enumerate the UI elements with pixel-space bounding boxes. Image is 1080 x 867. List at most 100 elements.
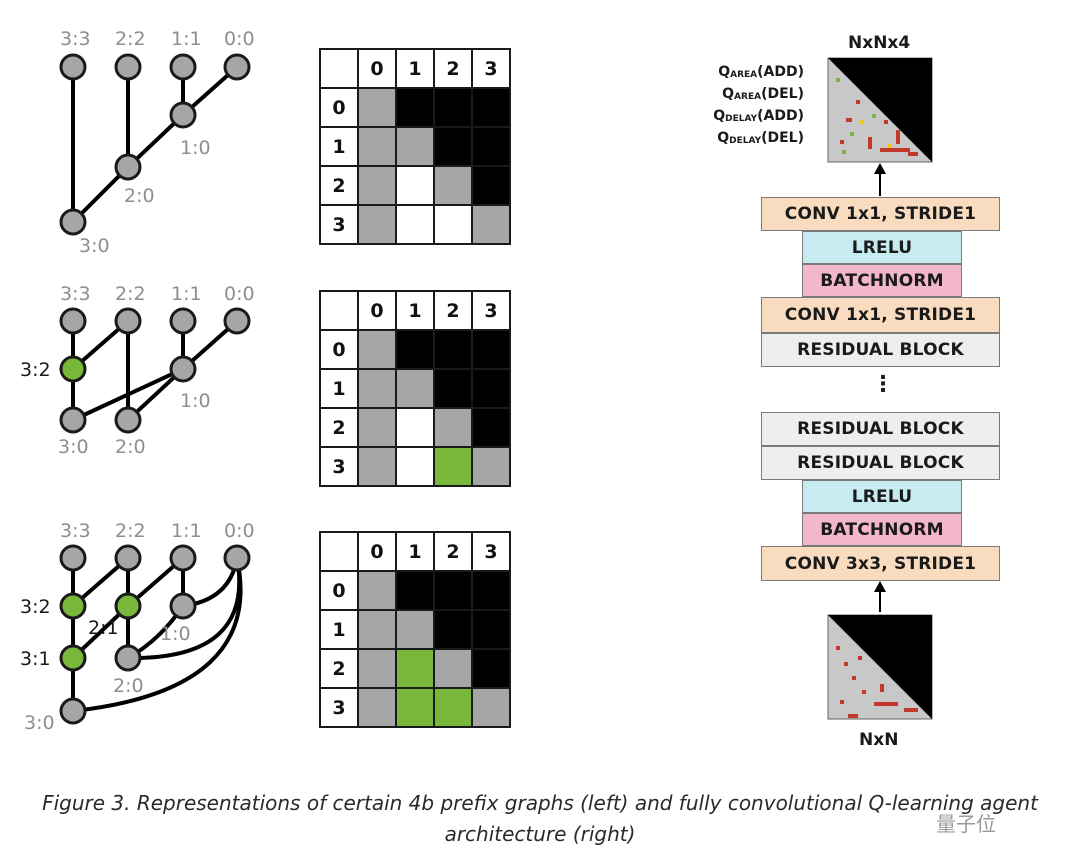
- graph3-node-3-2: [59, 592, 87, 620]
- grid2-cell: [357, 368, 397, 409]
- grid2-cell: [433, 368, 473, 409]
- graph1-node-3-0: [59, 208, 87, 236]
- grid3-cell: [395, 687, 435, 728]
- grid2-corner: [319, 290, 359, 331]
- q-arg: (DEL): [761, 86, 804, 102]
- grid3-cell: [357, 687, 397, 728]
- grid3-col-header: 1: [395, 531, 435, 572]
- layer-residual-block-bottom: RESIDUAL BLOCK: [761, 446, 1000, 480]
- grid3-cell: [433, 609, 473, 650]
- graph1-label-0-0: 0:0: [224, 28, 255, 50]
- graph3-node-2-0: [114, 644, 142, 672]
- q-base: Q: [718, 64, 731, 80]
- output-shape-label: NxNx4: [848, 33, 911, 53]
- grid2-cell: [395, 407, 435, 448]
- graph2-node-3-0: [59, 406, 87, 434]
- q-label-area-del: QAREA(DEL): [664, 86, 804, 102]
- graph2-node-0-0: [223, 307, 251, 335]
- prefix-graph-1: 3:3 2:2 1:1 0:0 1:0 2:0 3:0: [59, 28, 255, 257]
- layer-conv1x1-second: CONV 1x1, STRIDE1: [761, 297, 1000, 333]
- grid1-cell: [433, 204, 473, 245]
- grid3-corner: [319, 531, 359, 572]
- graph2-label-2-2: 2:2: [115, 283, 146, 305]
- graph1-node-1-1: [169, 53, 197, 81]
- grid1-cell: [395, 126, 435, 167]
- q-base: Q: [713, 108, 726, 124]
- grid3-cell: [471, 570, 511, 611]
- grid1-cell: [357, 165, 397, 206]
- grid2-col-header: 0: [357, 290, 397, 331]
- grid3-cell: [395, 570, 435, 611]
- grid3-cell: [433, 648, 473, 689]
- graph2-node-3-3: [59, 307, 87, 335]
- graph3-label-1-0: 1:0: [160, 623, 191, 645]
- q-base: Q: [717, 130, 730, 146]
- q-base: Q: [722, 86, 735, 102]
- grid2-col-header: 1: [395, 290, 435, 331]
- output-matrix: [827, 57, 933, 163]
- q-label-delay-add: QDELAY(ADD): [664, 108, 804, 124]
- graph3-label-2-1: 2:1: [88, 617, 119, 639]
- graph1-node-3-3: [59, 53, 87, 81]
- grid2-cell: [433, 329, 473, 370]
- grid1-col-header: 1: [395, 48, 435, 89]
- graph1-node-2-0: [114, 153, 142, 181]
- prefix-graph-2: 3:3 2:2 1:1 0:0 3:2 1:0 3:0 2:0: [20, 283, 255, 458]
- graph3-node-2-1: [114, 592, 142, 620]
- graph1-node-1-0: [169, 101, 197, 129]
- graph3-label-3-0: 3:0: [24, 712, 55, 734]
- q-sub: DELAY: [729, 136, 762, 146]
- graph2-node-1-0: [169, 355, 197, 383]
- graph1-node-2-2: [114, 53, 142, 81]
- watermark-logo-text: 量子位: [936, 812, 996, 836]
- layer-ellipsis: ⋮: [872, 372, 894, 397]
- grid3-cell: [471, 609, 511, 650]
- grid1-cell: [471, 126, 511, 167]
- graph3-node-3-1: [59, 644, 87, 672]
- grid3-cell: [433, 687, 473, 728]
- graph3-label-3-3: 3:3: [60, 520, 91, 542]
- grid2-cell: [357, 407, 397, 448]
- graph2-label-1-0: 1:0: [180, 390, 211, 412]
- q-arg: (ADD): [757, 108, 804, 124]
- grid2-cell: [433, 407, 473, 448]
- grid1-cell: [433, 126, 473, 167]
- adjacency-grid-1: 0 1 2 3 0 1 2 3: [319, 48, 511, 245]
- graph2-label-3-2: 3:2: [20, 359, 51, 381]
- graph3-label-3-2: 3:2: [20, 596, 51, 618]
- input-shape-label: NxN: [859, 730, 899, 750]
- grid3-col-header: 2: [433, 531, 473, 572]
- caption-line-1: Figure 3. Representations of certain 4b …: [42, 791, 1038, 815]
- grid1-row-header: 1: [319, 126, 359, 167]
- architecture-graphics: [827, 57, 933, 720]
- graph2-label-2-0: 2:0: [115, 436, 146, 458]
- layer-batchnorm-bottom: BATCHNORM: [802, 513, 962, 546]
- q-arg: (DEL): [761, 130, 804, 146]
- layer-conv1x1-top: CONV 1x1, STRIDE1: [761, 197, 1000, 231]
- grid2-col-header: 3: [471, 290, 511, 331]
- graph1-node-0-0: [223, 53, 251, 81]
- graph3-node-1-1: [169, 544, 197, 572]
- grid3-col-header: 0: [357, 531, 397, 572]
- grid1-corner: [319, 48, 359, 89]
- input-matrix: [827, 614, 933, 720]
- grid3-cell: [433, 570, 473, 611]
- grid1-row-header: 3: [319, 204, 359, 245]
- grid2-cell: [395, 446, 435, 487]
- grid3-cell: [395, 648, 435, 689]
- grid1-row-header: 2: [319, 165, 359, 206]
- prefix-graphs-figure: 3:3 2:2 1:1 0:0 1:0 2:0 3:0 3:3 2:2 1:1 …: [20, 28, 933, 734]
- graph2-node-2-0: [114, 406, 142, 434]
- layer-lrelu-bottom: LRELU: [802, 480, 962, 513]
- grid1-cell: [433, 87, 473, 128]
- grid3-cell: [471, 687, 511, 728]
- grid2-row-header: 2: [319, 407, 359, 448]
- grid1-row-header: 0: [319, 87, 359, 128]
- grid3-row-header: 1: [319, 609, 359, 650]
- layer-batchnorm-top: BATCHNORM: [802, 264, 962, 297]
- grid1-cell: [471, 165, 511, 206]
- graph3-node-1-0: [169, 592, 197, 620]
- grid3-row-header: 3: [319, 687, 359, 728]
- grid2-cell: [357, 446, 397, 487]
- q-value-labels: QAREA(ADD) QAREA(DEL) QDELAY(ADD) QDELAY…: [664, 64, 804, 154]
